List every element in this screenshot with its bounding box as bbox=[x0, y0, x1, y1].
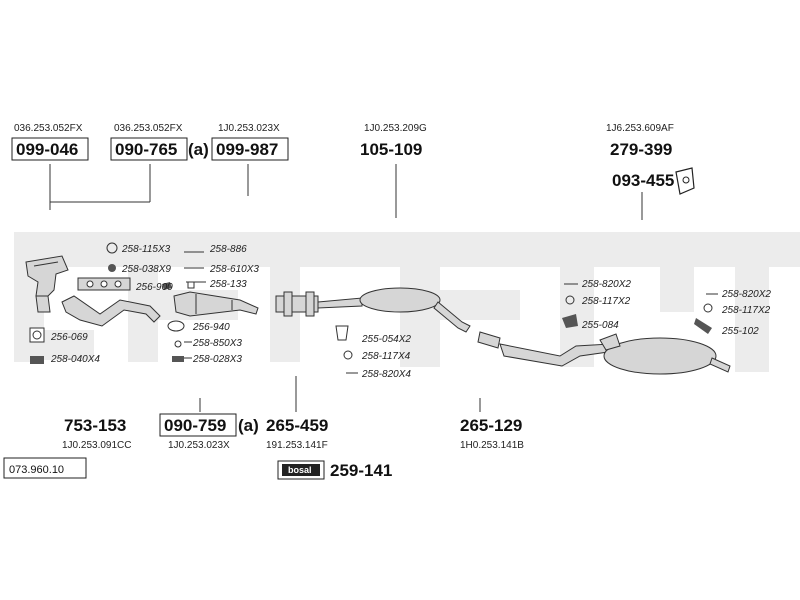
svg-text:753-153: 753-153 bbox=[64, 416, 126, 435]
leader-lines bbox=[49, 164, 643, 412]
catalytic-converter-icon bbox=[173, 291, 259, 317]
svg-text:258-117X2: 258-117X2 bbox=[581, 296, 631, 307]
svg-text:279-399: 279-399 bbox=[610, 140, 672, 159]
svg-text:258-820X2: 258-820X2 bbox=[581, 279, 631, 290]
svg-text:258-117X2: 258-117X2 bbox=[721, 305, 771, 316]
svg-text:099-046: 099-046 bbox=[16, 140, 78, 159]
svg-text:258-115X3: 258-115X3 bbox=[121, 244, 171, 255]
label-105-109: 1J0.253.209G 105-109 bbox=[360, 123, 427, 159]
label-279-399: 1J6.253.609AF 279-399 093-455 bbox=[606, 123, 674, 190]
svg-text:258-117X4: 258-117X4 bbox=[361, 351, 411, 362]
svg-text:258-886: 258-886 bbox=[209, 244, 247, 255]
svg-text:1J0.253.209G: 1J0.253.209G bbox=[364, 123, 427, 134]
svg-text:093-455: 093-455 bbox=[612, 171, 674, 190]
svg-text:1J6.253.609AF: 1J6.253.609AF bbox=[606, 123, 674, 134]
svg-text:258-820X4: 258-820X4 bbox=[361, 369, 411, 380]
svg-text:258-038X9: 258-038X9 bbox=[121, 264, 171, 275]
svg-text:258-133: 258-133 bbox=[209, 279, 247, 290]
svg-text:1H0.253.141B: 1H0.253.141B bbox=[460, 440, 524, 451]
reference-number: 073.960.10 bbox=[3, 457, 87, 479]
svg-text:258-028X3: 258-028X3 bbox=[192, 354, 242, 365]
label-099-046: 036.253.052FX 099-046 bbox=[11, 123, 89, 161]
label-099-987: 1J0.253.023X 099-987 bbox=[211, 123, 289, 161]
bosal-logo: bosal bbox=[288, 465, 312, 475]
exhaust-manifold-icon bbox=[25, 255, 69, 313]
svg-text:1J0.253.023X: 1J0.253.023X bbox=[168, 440, 230, 451]
label-090-765: 036.253.052FX 090-765 (a) bbox=[110, 123, 209, 161]
front-pipe-icon bbox=[61, 295, 161, 327]
svg-text:258-040X4: 258-040X4 bbox=[50, 354, 100, 365]
svg-text:1J0.253.091CC: 1J0.253.091CC bbox=[62, 440, 132, 451]
svg-text:265-129: 265-129 bbox=[460, 416, 522, 435]
svg-text:1J0.253.023X: 1J0.253.023X bbox=[218, 123, 280, 134]
svg-text:105-109: 105-109 bbox=[360, 140, 422, 159]
svg-text:099-987: 099-987 bbox=[216, 140, 278, 159]
svg-text:259-141: 259-141 bbox=[330, 461, 392, 480]
svg-text:258-850X3: 258-850X3 bbox=[192, 338, 242, 349]
svg-text:(a): (a) bbox=[238, 416, 259, 435]
rear-silencer-icon bbox=[499, 333, 731, 375]
svg-text:258-610X3: 258-610X3 bbox=[209, 264, 259, 275]
pipe-clamp-icon bbox=[477, 331, 501, 349]
svg-text:(a): (a) bbox=[188, 140, 209, 159]
svg-text:256-940: 256-940 bbox=[192, 322, 230, 333]
centre-silencer-icon bbox=[359, 287, 471, 333]
svg-text:255-084: 255-084 bbox=[581, 320, 619, 331]
svg-text:258-820X2: 258-820X2 bbox=[721, 289, 771, 300]
svg-text:036.253.052FX: 036.253.052FX bbox=[14, 123, 83, 134]
svg-text:265-459: 265-459 bbox=[266, 416, 328, 435]
arrow-lines bbox=[184, 251, 718, 374]
middle-pipe-icon bbox=[275, 291, 363, 317]
svg-text:255-102: 255-102 bbox=[721, 326, 759, 337]
label-090-759: 090-759 (a) 1J0.253.023X bbox=[159, 413, 259, 451]
label-265-129: 265-129 1H0.253.141B bbox=[460, 416, 524, 451]
svg-text:256-900: 256-900 bbox=[135, 282, 173, 293]
svg-text:036.253.052FX: 036.253.052FX bbox=[114, 123, 183, 134]
kit-label-259-141: bosal 259-141 bbox=[277, 460, 392, 480]
svg-text:090-759: 090-759 bbox=[164, 416, 226, 435]
bracket-icon bbox=[675, 167, 695, 195]
label-753-153: 753-153 1J0.253.091CC bbox=[62, 416, 132, 451]
svg-text:255-054X2: 255-054X2 bbox=[361, 334, 411, 345]
svg-text:191.253.141F: 191.253.141F bbox=[266, 440, 328, 451]
svg-text:073.960.10: 073.960.10 bbox=[9, 464, 64, 476]
gasket-icon bbox=[29, 242, 195, 364]
label-265-459: 265-459 191.253.141F bbox=[266, 416, 328, 451]
small-part-labels: 258-115X3 258-886 258-038X9 258-610X3 25… bbox=[50, 244, 771, 380]
bolts-icon bbox=[335, 295, 713, 360]
svg-text:090-765: 090-765 bbox=[115, 140, 177, 159]
svg-text:256-069: 256-069 bbox=[50, 332, 88, 343]
